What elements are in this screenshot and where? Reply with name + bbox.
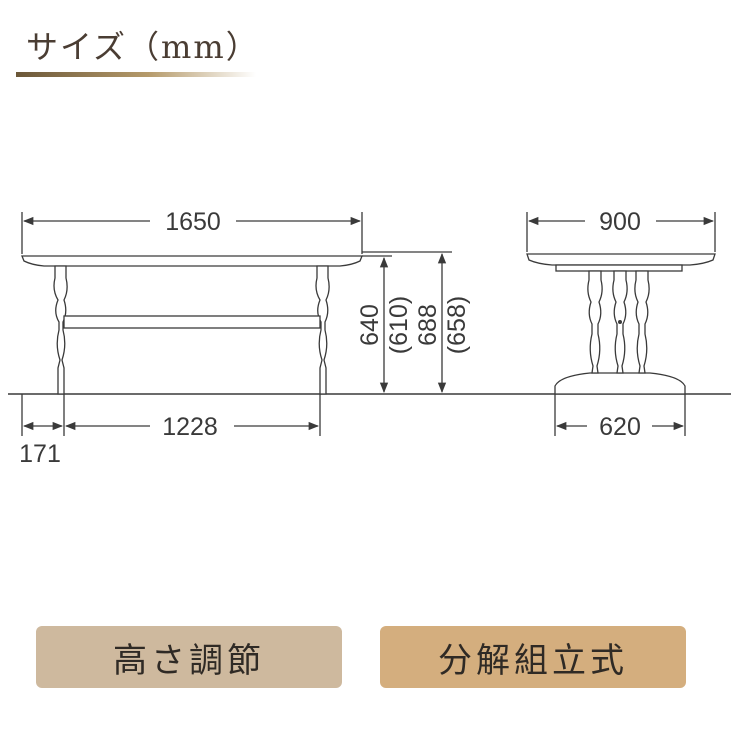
height2-alt-label: (658) [443,296,471,354]
side-depth-label: 900 [599,208,641,236]
side-view-table [526,253,716,395]
leg-offset-dimension [21,394,64,436]
bolt-dot [618,320,622,324]
front-view-table [21,255,363,395]
page-title: サイズ（mm） [26,28,260,66]
height1-label: 640 [356,304,384,346]
height-dimension-lines [362,251,452,394]
leg-span-dimension [63,394,321,436]
front-width-dimension [21,212,363,254]
side-base-dimension [554,394,686,436]
height1-alt-label: (610) [385,296,413,354]
side-base-label: 620 [599,413,641,441]
leg-span-label: 1228 [162,413,218,441]
side-depth-dimension [526,212,716,252]
leg-offset-label: 171 [19,440,61,468]
height-adjust-badge: 高さ調節 [36,626,342,688]
front-width-label: 1650 [165,208,221,236]
assembly-badge: 分解組立式 [380,626,686,688]
height2-label: 688 [414,304,442,346]
title-underline [16,72,256,77]
